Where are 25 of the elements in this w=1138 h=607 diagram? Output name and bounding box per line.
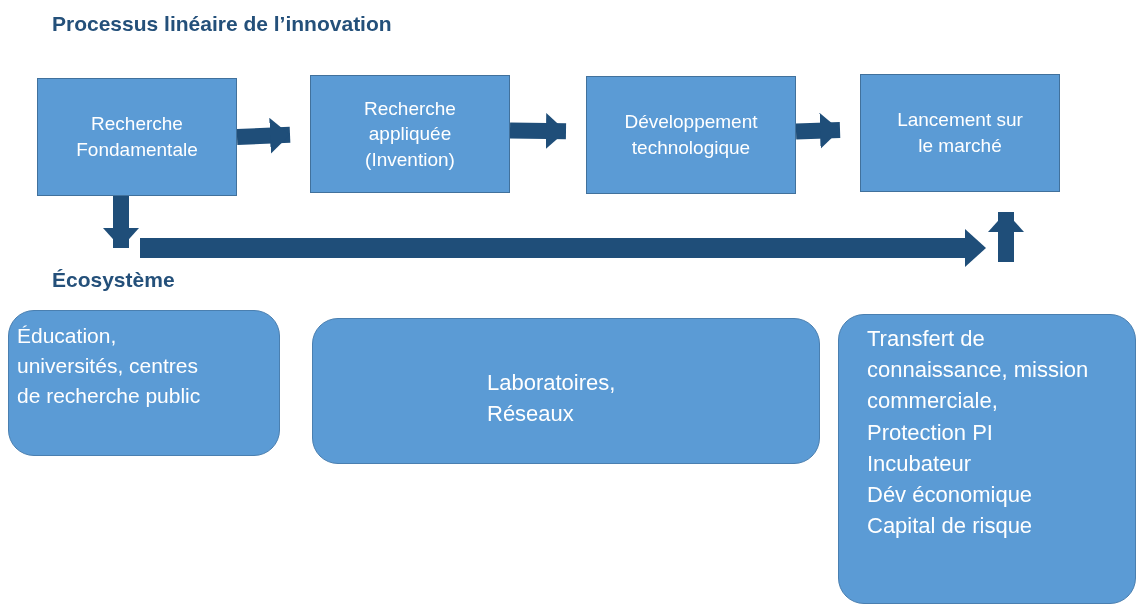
diagram-title: Processus linéaire de l’innovation [52, 12, 392, 36]
node-text: Recherche Fondamentale [75, 112, 199, 162]
rounded-box [8, 310, 280, 456]
block-arrow [509, 112, 567, 149]
block-arrow [988, 212, 1024, 262]
node-text: Dév économique [867, 481, 1033, 510]
block-arrow [103, 196, 139, 248]
block-arrow [795, 112, 841, 149]
node-text: Transfert de connaissance, mission commerciale, [867, 325, 1090, 416]
node-text: Développement technologique [623, 110, 759, 160]
block-arrow [236, 117, 291, 154]
process-box [586, 76, 796, 194]
node-text: Lancement sur le marché [896, 108, 1024, 158]
node-text: Laboratoires, Réseaux [487, 369, 617, 429]
rounded-box [838, 314, 1136, 604]
node-text: Capital de risque [867, 512, 1033, 541]
process-box [860, 74, 1060, 192]
node-text: Recherche appliquée (Invention) [363, 96, 457, 172]
process-box [310, 75, 510, 193]
node-text: Éducation, universités, centres de recherche public [17, 323, 202, 409]
section-heading: Écosystème [52, 268, 175, 292]
rounded-box [312, 318, 820, 464]
node-text: Protection PI [867, 418, 993, 447]
process-box [37, 78, 237, 196]
node-text: Incubateur [867, 449, 971, 478]
